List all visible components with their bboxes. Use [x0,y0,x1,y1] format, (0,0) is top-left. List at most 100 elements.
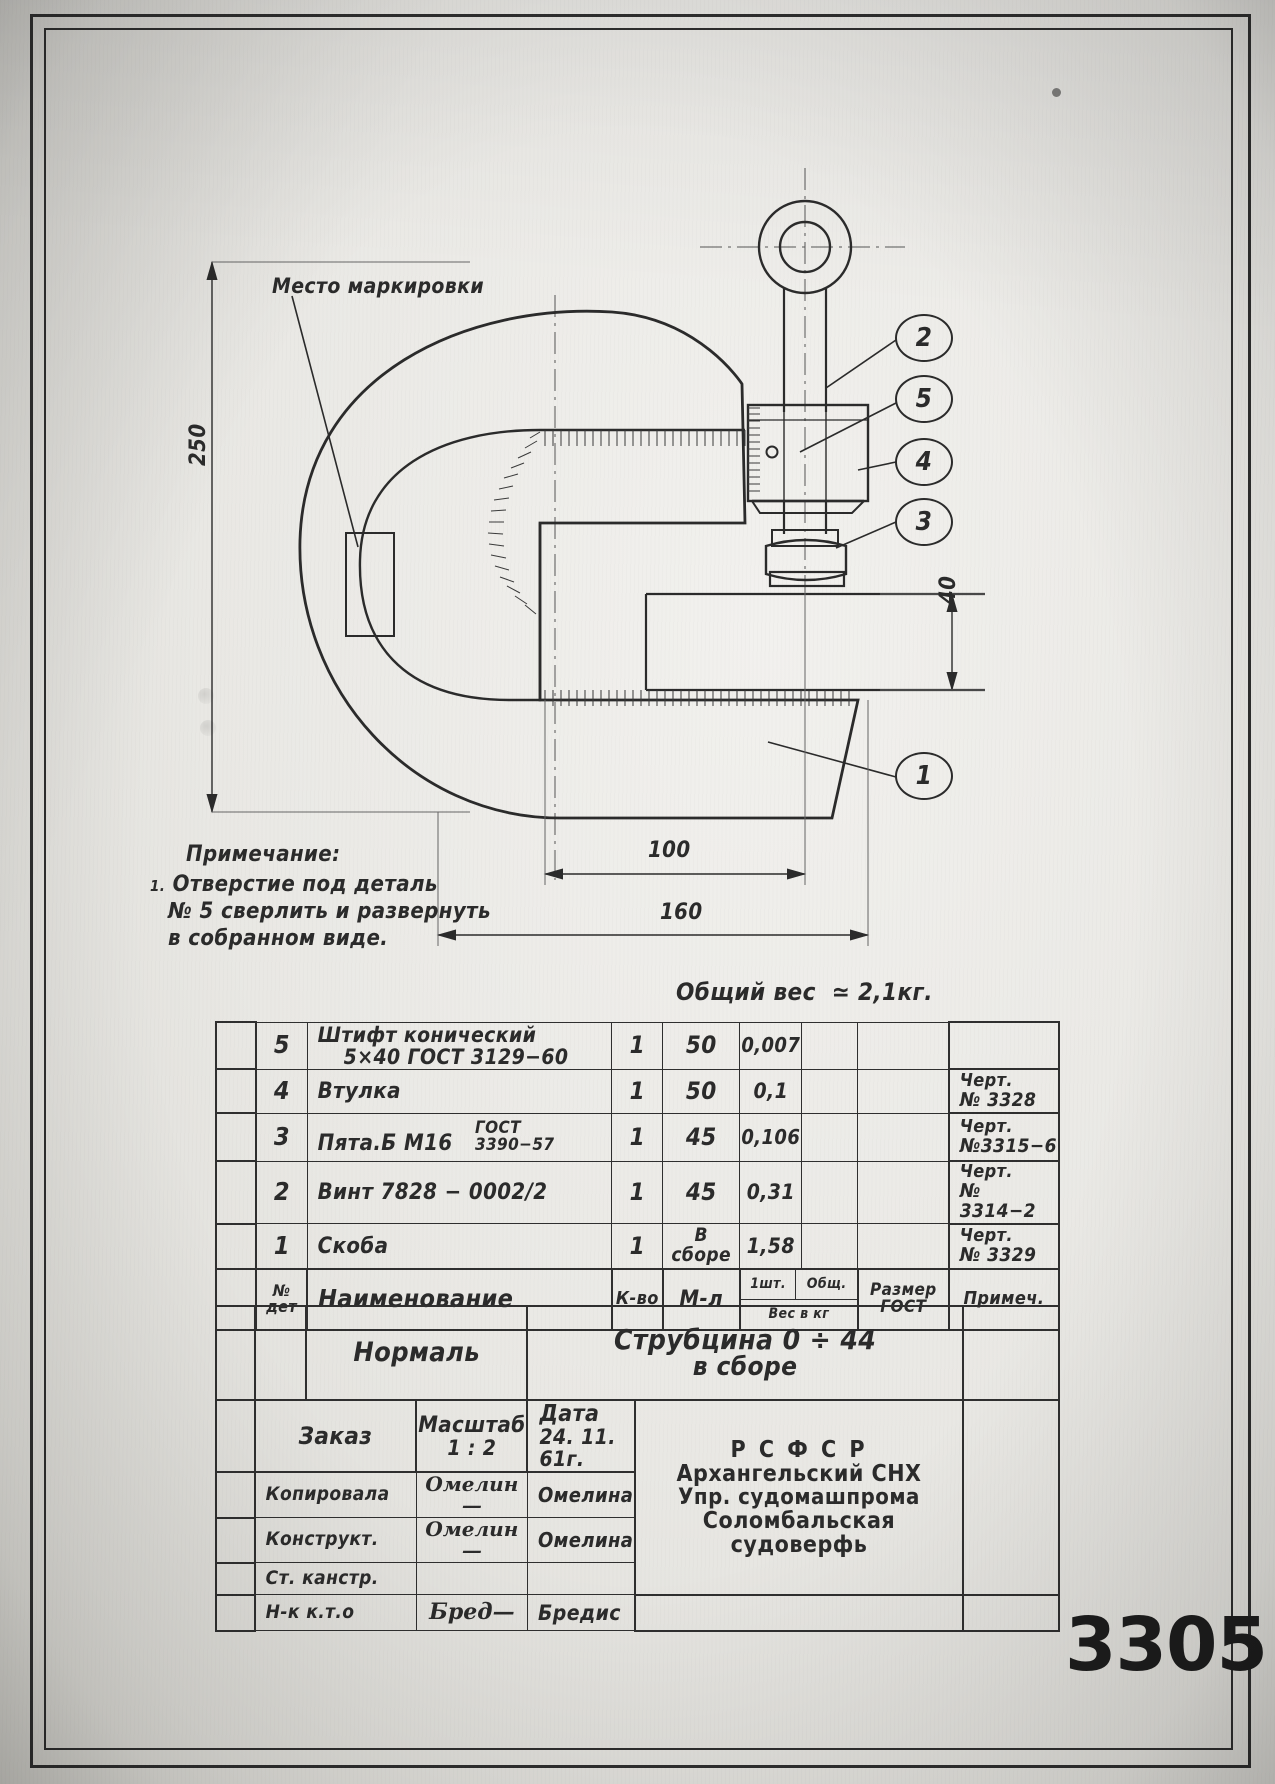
sheet-frame-outer [30,14,1251,1768]
cell-blank [215,1305,256,1401]
title-meta-row: Заказ Масштаб 1 : 2 Дата 24. 11. 61г. Р … [215,1398,1061,1596]
organization-cell: Р С Ф С Р Архангельский СНХ Упр. судомаш… [634,1399,964,1596]
paper-blemish [200,720,216,736]
role-name [526,1562,636,1596]
cell-size-gost [857,1068,950,1114]
cell-part-name: Скоба [306,1223,613,1270]
cell-note [947,1020,1061,1071]
cell-part-number: 1 [255,1223,308,1270]
role-label: Конструкт. [254,1517,417,1564]
role-row: Ст. канстр. [215,1561,1059,1596]
cell-size-gost [857,1223,950,1270]
note-line-2: № 5 сверлить и развернуть [168,899,491,924]
cell-blank [961,1305,1061,1401]
cell-note: Черт. № 3328 [947,1068,1061,1115]
role-name: Бредис [526,1594,636,1632]
role-label: Копировала [254,1471,417,1519]
paper-blemish [198,688,214,704]
drawing-number: 3305 [1065,1602,1268,1688]
cell-weight-total [801,1021,859,1070]
cell-material: 45 [662,1160,741,1225]
title-block: Нормаль Струбцина 0 ÷ 44 в сборе Заказ М… [215,1305,1061,1632]
cell-weight-total [801,1068,859,1114]
balloon-1: 1 [895,752,953,800]
cell-qty: 1 [611,1068,664,1114]
cell-blank [215,1561,256,1596]
cell-part-name: Винт 7828 − 0002/2 [306,1160,613,1225]
cell-blank [214,1020,258,1071]
cell-part-number: 5 [255,1021,308,1070]
part-name-cell: Струбцина 0 ÷ 44 в сборе [526,1305,964,1401]
cell-weight-one: 0,007 [739,1021,803,1070]
cell-material: 45 [662,1112,741,1162]
balloon-2: 2 [895,314,953,362]
role-label: Ст. канстр. [254,1562,417,1596]
dimension-160: 160 [660,900,703,925]
order-cell: Заказ [253,1398,418,1474]
cell-part-name: Втулка [306,1068,613,1114]
note-line-1: 1. Отверстие под деталь [150,872,438,897]
dimension-100: 100 [648,838,691,863]
table-row: 2 Винт 7828 − 0002/2 1 45 0,31 Черт. № 3… [214,1160,1061,1225]
total-weight-label: Общий вес ≃ 2,1кг. [676,978,933,1006]
specification-table: 5 Штифт конический 5×40 ГОСТ 3129−60 1 5… [214,1020,1061,1331]
cell-note: Черт. № 3314−2 [947,1160,1061,1225]
cell-blank [961,1593,1061,1632]
cell-part-number: 4 [255,1068,308,1114]
cell-weight-total [801,1160,859,1225]
scale-cell: Масштаб 1 : 2 [415,1398,529,1474]
cell-blank [215,1593,256,1632]
balloon-5: 5 [895,375,953,423]
note-title: Примечание: [186,842,341,867]
cell-qty: 1 [611,1021,664,1070]
sheet-frame-inner [44,28,1233,1750]
role-signature: Омелин— [415,1517,528,1564]
role-name: Омелина [526,1471,636,1519]
cell-weight-one: 0,31 [739,1160,803,1225]
drawing-number-cell: 3305 [961,1399,1061,1596]
cell-blank [214,1222,258,1270]
cell-blank [253,1305,307,1401]
cell-material: В сборе [662,1223,741,1270]
date-cell: Дата 24. 11. 61г. [526,1398,637,1474]
cell-material: 50 [662,1068,741,1114]
cell-blank [215,1398,256,1474]
cell-weight-one: 1,58 [739,1223,803,1270]
cell-weight-total [801,1223,859,1270]
cell-note: Черт. №3315−6 [947,1112,1061,1163]
table-row: 5 Штифт конический 5×40 ГОСТ 3129−60 1 5… [214,1020,1061,1071]
role-signature: Омелин— [415,1471,528,1519]
role-label: Н-к к.т.о [254,1594,417,1632]
cell-part-name: Пята.Б М16 ГОСТ 3390−57 [306,1112,613,1162]
marking-place-label: Место маркировки [272,274,485,298]
role-row: Н-к к.т.о Бред— Бредис [215,1593,1061,1632]
cell-weight-total [801,1112,859,1162]
cell-part-name: Штифт конический 5×40 ГОСТ 3129−60 [306,1021,613,1070]
cell-size-gost [857,1160,950,1225]
role-row: Копировала Омелин— Омелина [215,1471,1059,1519]
cell-blank [214,1068,258,1115]
dimension-40: 40 [936,575,961,604]
table-row: 4 Втулка 1 50 0,1 Черт. № 3328 [214,1068,1061,1115]
table-row: 3 Пята.Б М16 ГОСТ 3390−57 1 45 0,106 Чер… [214,1112,1061,1163]
note-number: 1. [150,877,166,895]
cell-size-gost [857,1021,950,1070]
role-row: Конструкт. Омелин— Омелина [215,1516,1059,1564]
cell-qty: 1 [611,1112,664,1162]
cell-part-number: 3 [255,1112,308,1162]
cell-qty: 1 [611,1223,664,1270]
cell-blank [215,1516,256,1564]
cell-blank [214,1160,258,1225]
role-name: Омелина [526,1517,636,1564]
title-name-row: Нормаль Струбцина 0 ÷ 44 в сборе [215,1305,1061,1401]
cell-weight-one: 0,106 [739,1112,803,1162]
note-line-3: в собранном виде. [168,926,389,951]
cell-qty: 1 [611,1160,664,1225]
header-weight-one: 1шт. [740,1269,797,1300]
cell-size-gost [857,1112,950,1162]
cell-note: Черт. № 3329 [947,1222,1061,1270]
cell-part-number: 2 [255,1160,308,1225]
dimension-250: 250 [186,423,211,466]
role-signature [415,1562,528,1596]
